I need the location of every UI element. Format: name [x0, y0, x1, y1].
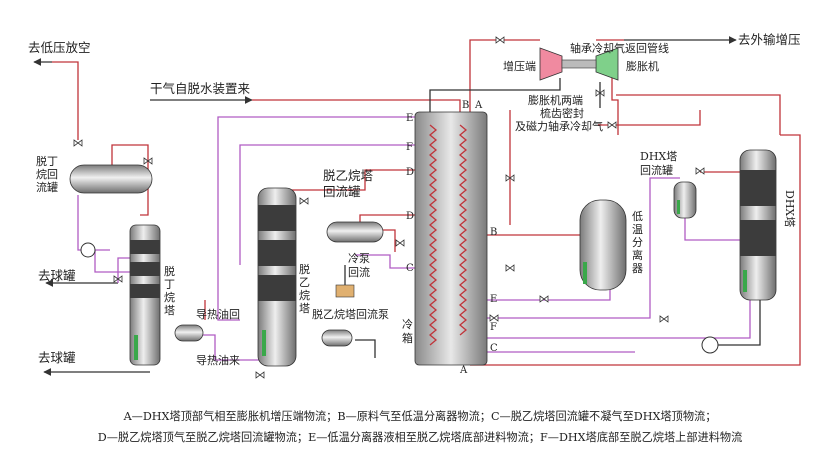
turbo-expander [561, 47, 619, 81]
caption-line-2: D—脱乙烷塔顶气至脱乙烷塔回流罐物流；E—低温分离器液相至脱乙烷塔底部进料物流；… [97, 431, 743, 444]
cold-pump [335, 284, 355, 298]
bearing-gas-return-label: 轴承冷却气返回管线 [570, 41, 669, 55]
stream-letter-top-a: A [474, 100, 483, 111]
seal-label-1: 膨胀机两端 [528, 93, 583, 107]
deethanizer-reflux-drum-label: 脱乙烷塔 回流罐 [323, 168, 377, 199]
debutanizer-reflux-pump [80, 242, 96, 258]
heat-oil-supply-label: 导热油来 [196, 353, 240, 367]
low-temperature-separator [579, 199, 627, 291]
stream-letter-right-b: B [490, 227, 497, 238]
stream-letter-bottom-a: A [459, 365, 468, 376]
booster-label: 增压端 [503, 59, 536, 73]
seal-label-3: 及磁力轴承冷却气 [515, 119, 603, 133]
cold-box-label: 冷 箱 [402, 318, 417, 345]
stream-letter-left-d2: D [406, 211, 414, 222]
debutanizer-tower [129, 224, 161, 366]
low-pressure-vent-label: 去低压放空 [28, 40, 91, 55]
deethanizer-reboiler [321, 329, 353, 347]
to-ball-tank-label-2: 去球罐 [38, 350, 76, 365]
deethanizer-tower [257, 187, 297, 367]
seal-label-2: 梳齿密封 [540, 106, 584, 120]
stream-letter-right-f: F [490, 322, 497, 333]
debutanizer-reflux-drum [69, 164, 153, 194]
to-ball-tank-label-1: 去球罐 [38, 268, 76, 283]
cold-box [414, 111, 488, 366]
stream-letters: E F D D C B E F C B A A [406, 100, 498, 376]
heat-oil-return-label: 导热油回 [196, 307, 240, 321]
stream-letter-right-e: E [490, 294, 497, 305]
deethanizer-label: 脱 乙 烷 塔 [299, 262, 314, 315]
deethanizer-reflux-drum [326, 221, 384, 243]
stream-letter-left-f: F [406, 142, 413, 153]
stream-letter-top-b: B [462, 100, 469, 111]
caption-line-1: A—DHX塔顶部气相至膨胀机增压端物流；B—原料气至低温分离器物流；C—脱乙烷塔… [123, 410, 717, 423]
lt-separator-label: 低 温 分 离 器 [632, 210, 647, 275]
debutanizer-label: 脱 丁 烷 塔 [164, 264, 179, 317]
debutanizer-reflux-drum-label: 脱丁 烷回 流罐 [36, 154, 62, 194]
booster-compressor [539, 47, 563, 81]
cold-pump-label: 冷泵 回流 [348, 252, 374, 279]
stream-letter-left-d1: D [406, 167, 414, 178]
debutanizer-reboiler [174, 324, 204, 342]
export-boost-label: 去外输增压 [738, 32, 801, 47]
dhx-reflux-drum-label: DHX塔 回流罐 [640, 150, 681, 177]
deethanizer-reflux-pump-label: 脱乙烷塔回流泵 [312, 307, 389, 321]
dhx-tower [739, 149, 777, 301]
dry-gas-label: 干气自脱水装置来 [150, 81, 251, 96]
stream-letter-left-e: E [406, 113, 413, 124]
process-flow-diagram: 去低压放空 去外输增压 轴承冷却气返回管线 增压端 膨胀机 干气自脱水装置来 膨… [28, 32, 801, 379]
stream-letter-left-c: C [406, 263, 414, 274]
expander-label: 膨胀机 [626, 59, 659, 73]
dhx-bottom-pump [701, 336, 719, 354]
dhx-tower-label: DHX塔 [783, 190, 796, 227]
stream-letter-right-c: C [490, 343, 498, 354]
dhx-reflux-drum [673, 181, 697, 219]
valves [73, 36, 705, 379]
